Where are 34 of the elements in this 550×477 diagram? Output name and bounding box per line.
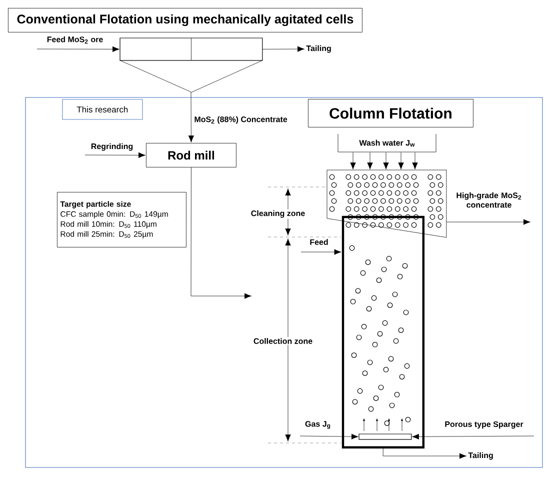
arrow (382, 447, 466, 459)
output-label: Tailing (468, 452, 493, 460)
process-box: Rod mill (146, 143, 236, 168)
arrow (36, 46, 120, 52)
arrow (120, 60, 194, 142)
wash-water-inlet: Wash water J$_{w}$ (338, 134, 436, 152)
title-box: Column Flotation (308, 99, 474, 128)
flotation-column (342, 216, 424, 448)
sparger (358, 434, 412, 440)
arrow (398, 152, 404, 170)
arrow (383, 152, 389, 170)
edge-label: MoS$_{2}$ (88%) Concentrate (193, 115, 288, 125)
edge-label: Feed (308, 238, 330, 246)
zone-label: Cleaning zone (250, 209, 306, 219)
output-label: Tailing (306, 45, 331, 53)
froth-zone (326, 170, 447, 238)
edge-label: Gas J$_{g}$ (304, 420, 332, 430)
arrow (412, 152, 418, 170)
arrow (300, 249, 342, 255)
arrow (300, 434, 358, 440)
arrow (446, 219, 530, 225)
arrow (350, 152, 356, 170)
zone-label: Collection zone (252, 337, 314, 345)
edge-label: Porous type Sparger (444, 420, 524, 430)
arrow (190, 167, 252, 299)
arrow (84, 152, 146, 158)
arrow (412, 434, 534, 440)
arrow (367, 152, 373, 170)
arrow (262, 46, 304, 52)
edge-label: High-grade MoS$_{2}$ concentrate (448, 191, 530, 209)
title-box: Conventional Flotation using mechanically agitated cells (8, 8, 362, 32)
flotation-cell (120, 38, 263, 93)
edge-label: Feed MoS$_{2}$ ore (46, 35, 104, 45)
edge-label: Regrinding (90, 142, 134, 152)
